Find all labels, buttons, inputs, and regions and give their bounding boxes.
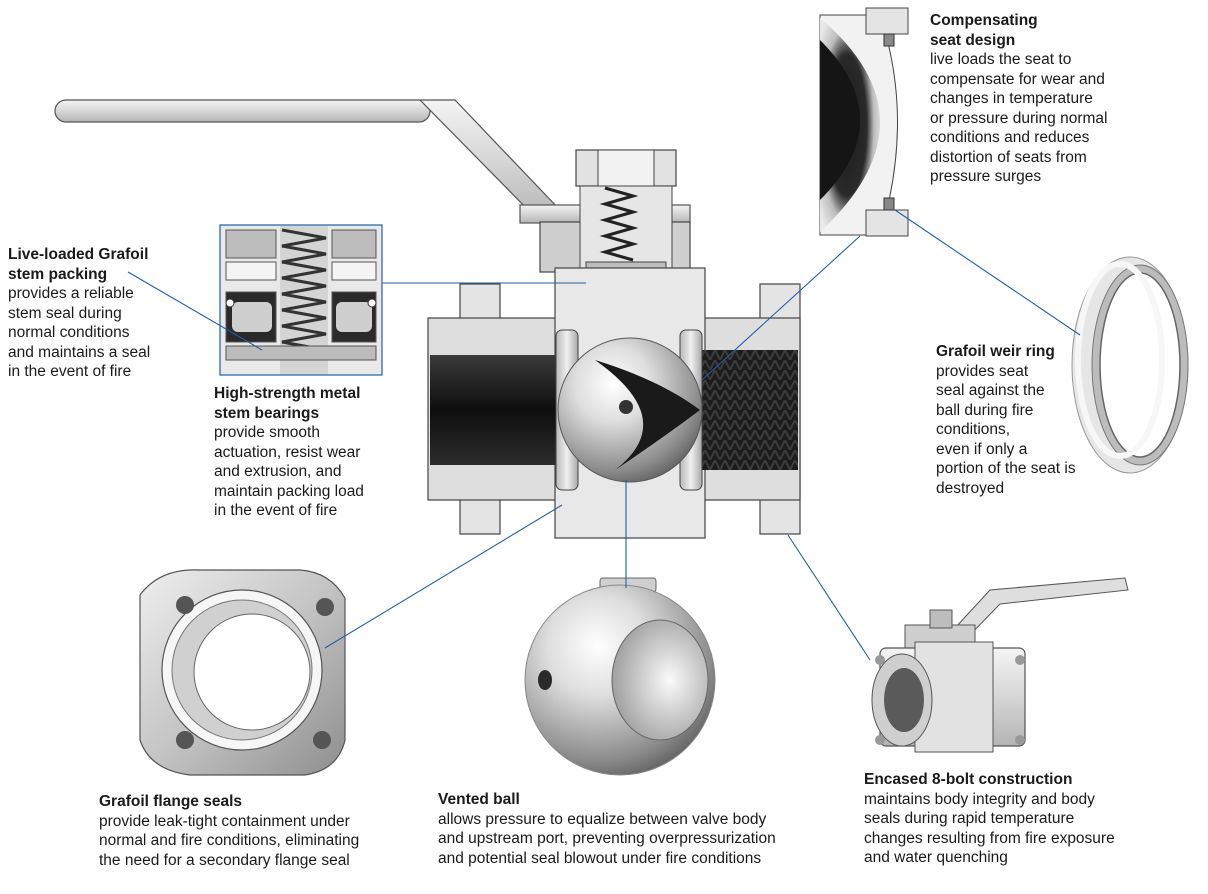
callout-weir-ring-desc: provides seat seal against the ball duri…	[936, 362, 1076, 497]
callout-flange-seals-desc: provide leak-tight containment under nor…	[99, 812, 360, 869]
callout-stem-bearings-title: High-strength metal stem bearings	[214, 385, 361, 422]
flange-seal-icon	[139, 569, 346, 776]
callout-vented-ball-title: Vented ball	[438, 791, 520, 808]
leader-flange-seals	[324, 504, 563, 649]
callout-stem-packing-desc: provides a reliable stem seal during nor…	[8, 285, 151, 380]
leader-stem-packing	[127, 271, 263, 351]
valve-cutaway-icon	[54, 99, 801, 539]
leader-lines	[127, 209, 1081, 661]
callout-flange-seals: Grafoil flange seals provide leak-tight …	[99, 792, 359, 870]
callout-stem-bearings-desc: provide smooth actuation, resist wear an…	[214, 424, 364, 519]
callout-vented-ball: Vented ball allows pressure to equalize …	[438, 790, 776, 868]
callout-stem-bearings: High-strength metal stem bearings provid…	[214, 384, 364, 521]
callout-bolt-construction: Encased 8-bolt construction maintains bo…	[864, 770, 1115, 868]
callout-weir-ring-title: Grafoil weir ring	[936, 343, 1055, 360]
callout-stem-packing-title: Live-loaded Grafoil stem packing	[8, 246, 149, 283]
callout-bolt-construction-desc: maintains body integrity and body seals …	[864, 790, 1115, 867]
callout-stem-packing: Live-loaded Grafoil stem packing provide…	[8, 245, 150, 382]
leader-seat-design	[701, 235, 861, 381]
stem-packing-detail-icon	[219, 224, 383, 376]
seat-detail-icon	[819, 7, 909, 237]
callout-seat-design-title: Compensating seat design	[930, 12, 1038, 49]
callout-flange-seals-title: Grafoil flange seals	[99, 793, 242, 810]
leader-weir-ring	[894, 209, 1081, 336]
callout-seat-design-desc: live loads the seat to compensate for we…	[930, 51, 1108, 185]
callout-vented-ball-desc: allows pressure to equalize between valv…	[438, 810, 776, 867]
callout-weir-ring: Grafoil weir ring provides seat seal aga…	[936, 342, 1076, 498]
callout-bolt-construction-title: Encased 8-bolt construction	[864, 771, 1073, 788]
callout-seat-design: Compensating seat design live loads the …	[930, 11, 1107, 187]
vented-ball-icon	[524, 577, 716, 776]
leader-bolt-construction	[787, 534, 871, 661]
valve-body-icon	[427, 267, 801, 539]
assembled-valve-icon	[871, 577, 1129, 753]
weir-ring-icon	[1071, 256, 1189, 474]
